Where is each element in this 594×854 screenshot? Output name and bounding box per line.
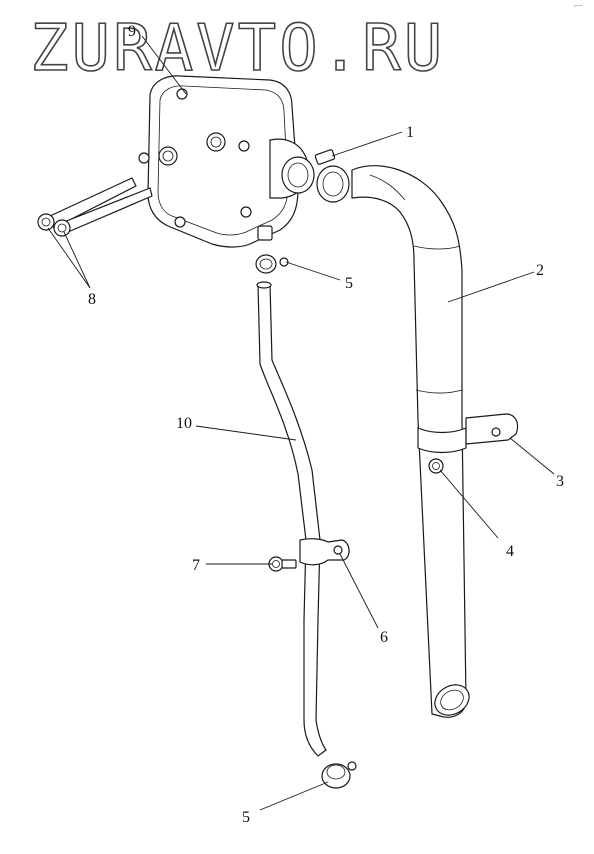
tube-clamp bbox=[299, 538, 350, 566]
callout-4: 4 bbox=[506, 543, 514, 560]
callout-8: 8 bbox=[88, 291, 96, 308]
callout-9: 9 bbox=[128, 23, 136, 40]
small-clamp-upper bbox=[255, 254, 289, 274]
clamp-bolt bbox=[428, 458, 444, 474]
callout-6: 6 bbox=[380, 629, 388, 646]
pipe-clamp-bracket bbox=[417, 413, 519, 454]
leader-lines bbox=[47, 35, 555, 811]
watermark-text: ZURAVTO.RU bbox=[30, 12, 445, 86]
callout-1: 1 bbox=[406, 124, 414, 141]
callout-10: 10 bbox=[176, 415, 192, 432]
callout-5-upper: 5 bbox=[345, 275, 353, 292]
muffler-housing bbox=[138, 75, 315, 248]
hose-clamp bbox=[314, 149, 350, 203]
corner-mark: ⌐~ bbox=[574, 3, 582, 10]
drain-tube bbox=[256, 281, 327, 757]
tube-clamp-bolt bbox=[268, 556, 297, 572]
callout-7: 7 bbox=[192, 557, 200, 574]
callout-3: 3 bbox=[556, 473, 564, 490]
exhaust-pipe bbox=[351, 165, 470, 718]
callout-2: 2 bbox=[536, 262, 544, 279]
small-clamp-lower bbox=[321, 761, 357, 789]
callout-5-lower: 5 bbox=[242, 809, 250, 826]
mounting-bolts bbox=[37, 177, 153, 237]
